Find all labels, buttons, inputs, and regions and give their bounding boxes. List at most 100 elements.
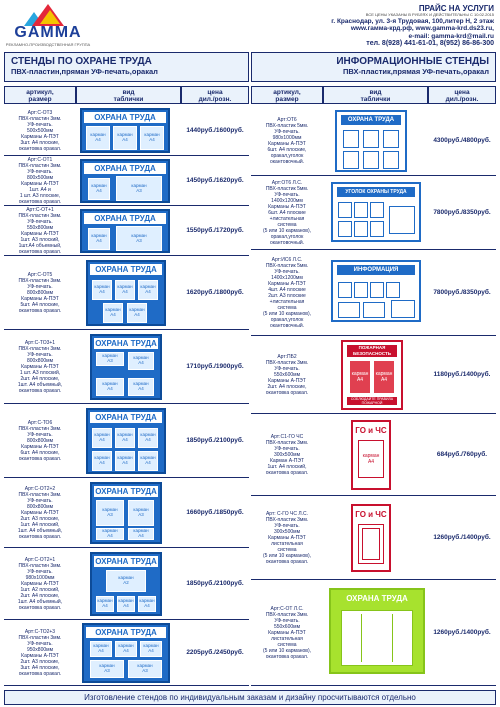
board-title: ОХРАНА ТРУДА [84, 112, 166, 123]
row-description: Арт:С-ТО2+3 ПВХ-пластин 3мм. УФ-печать. … [18, 628, 62, 677]
pocket-cell [386, 282, 400, 298]
pocket: карман А4 [90, 641, 112, 657]
price-note: ВСЕ ЦЕНЫ УКАЗАНЫ В РУБЛЯХ И ДЕЙСТВИТЕЛЬН… [365, 12, 494, 18]
pocket: карман А4 [113, 126, 137, 150]
board-title: ГО и ЧС [355, 426, 387, 435]
pocket: карман А4 [127, 303, 147, 323]
col-header-view-right: вид таблички [323, 86, 428, 104]
row-description: Арт:С-ТО6 ПВХ-пластин 3мм. УФ-печать. 80… [18, 419, 62, 462]
board-title: ИНФОРМАЦИЯ [337, 265, 415, 275]
right-row-6: Арт: С-ГО ЧС Л.С. ПВХ-пластик 3мм. УФ-пе… [251, 496, 496, 580]
pocket: карман А4 [115, 641, 137, 657]
board-title: ОХРАНА ТРУДА [84, 213, 166, 224]
stand-preview: ГО и ЧС [351, 504, 391, 572]
pocket: карман А4 [138, 596, 156, 612]
row-price: 684руб./760руб. [436, 451, 488, 458]
pocket-cell [338, 302, 360, 318]
board-title: ПОЖАРНАЯ БЕЗОПАСНОСТЬ [347, 345, 397, 357]
row-price: 2205руб./2450руб. [186, 649, 244, 656]
col-header-view: вид таблички [76, 86, 181, 104]
pocket: карман А4 [115, 428, 135, 448]
pocket-cell [363, 151, 379, 169]
row-price: 1660руб./1850руб. [186, 509, 244, 516]
pocket: карман А4 [86, 126, 110, 150]
left-row-7: Арт:С-ОТ2+2 ПВХ-пластин 3мм. УФ-печать. … [4, 478, 249, 548]
left-row-6: Арт:С-ТО6 ПВХ-пластин 3мм. УФ-печать. 80… [4, 404, 249, 478]
pocket: карман А4 [128, 528, 154, 540]
stand-preview: ОХРАНА ТРУДА карман А4 карман А4 карман … [82, 623, 170, 683]
flip-system [341, 610, 413, 666]
board-title: ОХРАНА ТРУДА [90, 412, 162, 423]
gamma-logo: GAMMA РЕКЛАМНО-ПРОИЗВОДСТВЕННАЯ ГРУППА [4, 4, 92, 48]
board-title: УГОЛОК ОХРАНЫ ТРУДА [337, 187, 415, 197]
pocket-cell [338, 202, 352, 218]
pocket-cell [354, 202, 368, 218]
pocket: карман А3 [90, 660, 124, 678]
col-header-article: артикул, размер [4, 86, 76, 104]
right-row-4: Арт:ПБ2 ПВХ-пластик 3мм. УФ-печать. 550х… [251, 336, 496, 414]
pocket-cell [343, 130, 359, 148]
pocket: карман А3 [128, 500, 154, 526]
left-title: СТЕНДЫ ПО ОХРАНЕ ТРУДА [11, 56, 152, 67]
page-header: GAMMA РЕКЛАМНО-ПРОИЗВОДСТВЕННАЯ ГРУППА П… [0, 0, 500, 52]
stand-preview: ОХРАНА ТРУДА карман А4 карман А4 карман … [86, 408, 166, 474]
pocket-cell [338, 282, 352, 298]
left-row-1: Арт:С-ОТ3 ПВХ-пластин 3мм. УФ-печать. 50… [4, 106, 249, 156]
flip-system [391, 300, 415, 318]
board-footer: СОБЛЮДАЙТЕ ПРАВИЛА ПОЖАРНОЙ БЕЗОПАСНОСТИ [347, 397, 397, 409]
flip-system [389, 206, 415, 234]
logo-subtitle: РЕКЛАМНО-ПРОИЗВОДСТВЕННАЯ ГРУППА [5, 42, 91, 47]
pocket: карман А4 [138, 280, 158, 300]
board-title: ОХРАНА ТРУДА [90, 264, 162, 275]
pocket: карман А4 [138, 428, 158, 448]
row-price: 1850руб./2100руб. [186, 437, 244, 444]
stand-preview: ОХРАНА ТРУДА карман А4 карман А4 карман … [86, 260, 166, 326]
footer-note: Изготовление стендов по индивидуальным з… [4, 690, 496, 705]
left-subtitle: ПВХ-пластин,пряман УФ-печать,оракал [11, 67, 158, 76]
left-row-2: Арт:С-ОТ1 ПВХ-пластин 3мм. УФ-печать. 80… [4, 156, 249, 206]
row-price: 1440руб./1600руб. [186, 127, 244, 134]
board-title: ГО и ЧС [355, 510, 387, 519]
col-header-article-right: артикул, размер [251, 86, 323, 104]
row-description: Арт:С-ОТ3 ПВХ-пластин 3мм. УФ-печать. 50… [18, 109, 62, 152]
pocket: карман А4 [140, 641, 162, 657]
pocket: карман А4 [115, 451, 135, 471]
row-description: Арт:С-ОТ2+1 ПВХ-пластин 3мм. УФ-печать. … [17, 556, 63, 611]
right-section-title: ИНФОРМАЦИОННЫЕ СТЕНДЫ ПВХ-пластик,прямая… [251, 52, 496, 82]
pocket-cell [343, 151, 359, 169]
flip-page [362, 528, 380, 560]
pocket: карман А4 [88, 228, 110, 250]
pocket: карман А4 [96, 378, 124, 396]
left-row-9: Арт:С-ТО2+3 ПВХ-пластин 3мм. УФ-печать. … [4, 620, 249, 686]
pocket-cell [363, 302, 385, 318]
stand-preview: ГО и ЧС карман А4 [351, 420, 391, 490]
pocket: карман А3 [96, 500, 124, 526]
row-price: 1180руб./1400руб. [433, 371, 491, 378]
pocket: карман А2 [106, 570, 146, 592]
pocket: карман А4 [96, 596, 114, 612]
row-description: Арт:ОТ6 Л.С. ПВХ-пластик 5мм. УФ-печать.… [262, 179, 311, 246]
row-description: Арт:С-ТО3+1 ПВХ-пластин 3мм. УФ-печать. … [17, 339, 63, 394]
row-price: 1550руб./1720руб. [186, 227, 244, 234]
pocket: карман А3 [128, 660, 162, 678]
logo-triangle-yellow [40, 10, 60, 24]
pocket: карман А4 [96, 528, 124, 540]
board-title: ОХРАНА ТРУДА [346, 594, 408, 603]
left-row-3: Арт:С-ОТ+1 ПВХ-пластин 3мм. УФ-печать. 5… [4, 206, 249, 256]
email-link[interactable]: e-mail: gamma-krd@mail.ru [408, 32, 494, 40]
stand-preview: УГОЛОК ОХРАНЫ ТРУДА [331, 182, 421, 242]
pocket-cell [370, 202, 384, 218]
address: г. Краснодар, ул. 3-я Трудовая, 100,лите… [331, 17, 494, 25]
row-description: Арт:ОТ6 ПВХ-пластик 5мм. УФ-печать. 980х… [265, 116, 309, 165]
left-row-5: Арт:С-ТО3+1 ПВХ-пластин 3мм. УФ-печать. … [4, 330, 249, 404]
right-title: ИНФОРМАЦИОННЫЕ СТЕНДЫ [336, 56, 489, 67]
website-link[interactable]: www.гамма-крд.рф, www.gamma-krd.ds23.ru, [350, 25, 494, 33]
row-price: 1260руб./1400руб. [433, 629, 491, 636]
row-price: 1620руб./1800руб. [186, 289, 244, 296]
pocket: карман А4 [103, 303, 123, 323]
pocket-cell [338, 221, 352, 237]
stand-preview: ОХРАНА ТРУДА карман А4 карман А3 [80, 159, 170, 203]
pocket: карман А4 [128, 378, 154, 396]
row-description: Арт:С1-ГО ЧС ПВХ-пластик 3мм. УФ-печать.… [265, 433, 309, 476]
pocket-cell [354, 221, 368, 237]
